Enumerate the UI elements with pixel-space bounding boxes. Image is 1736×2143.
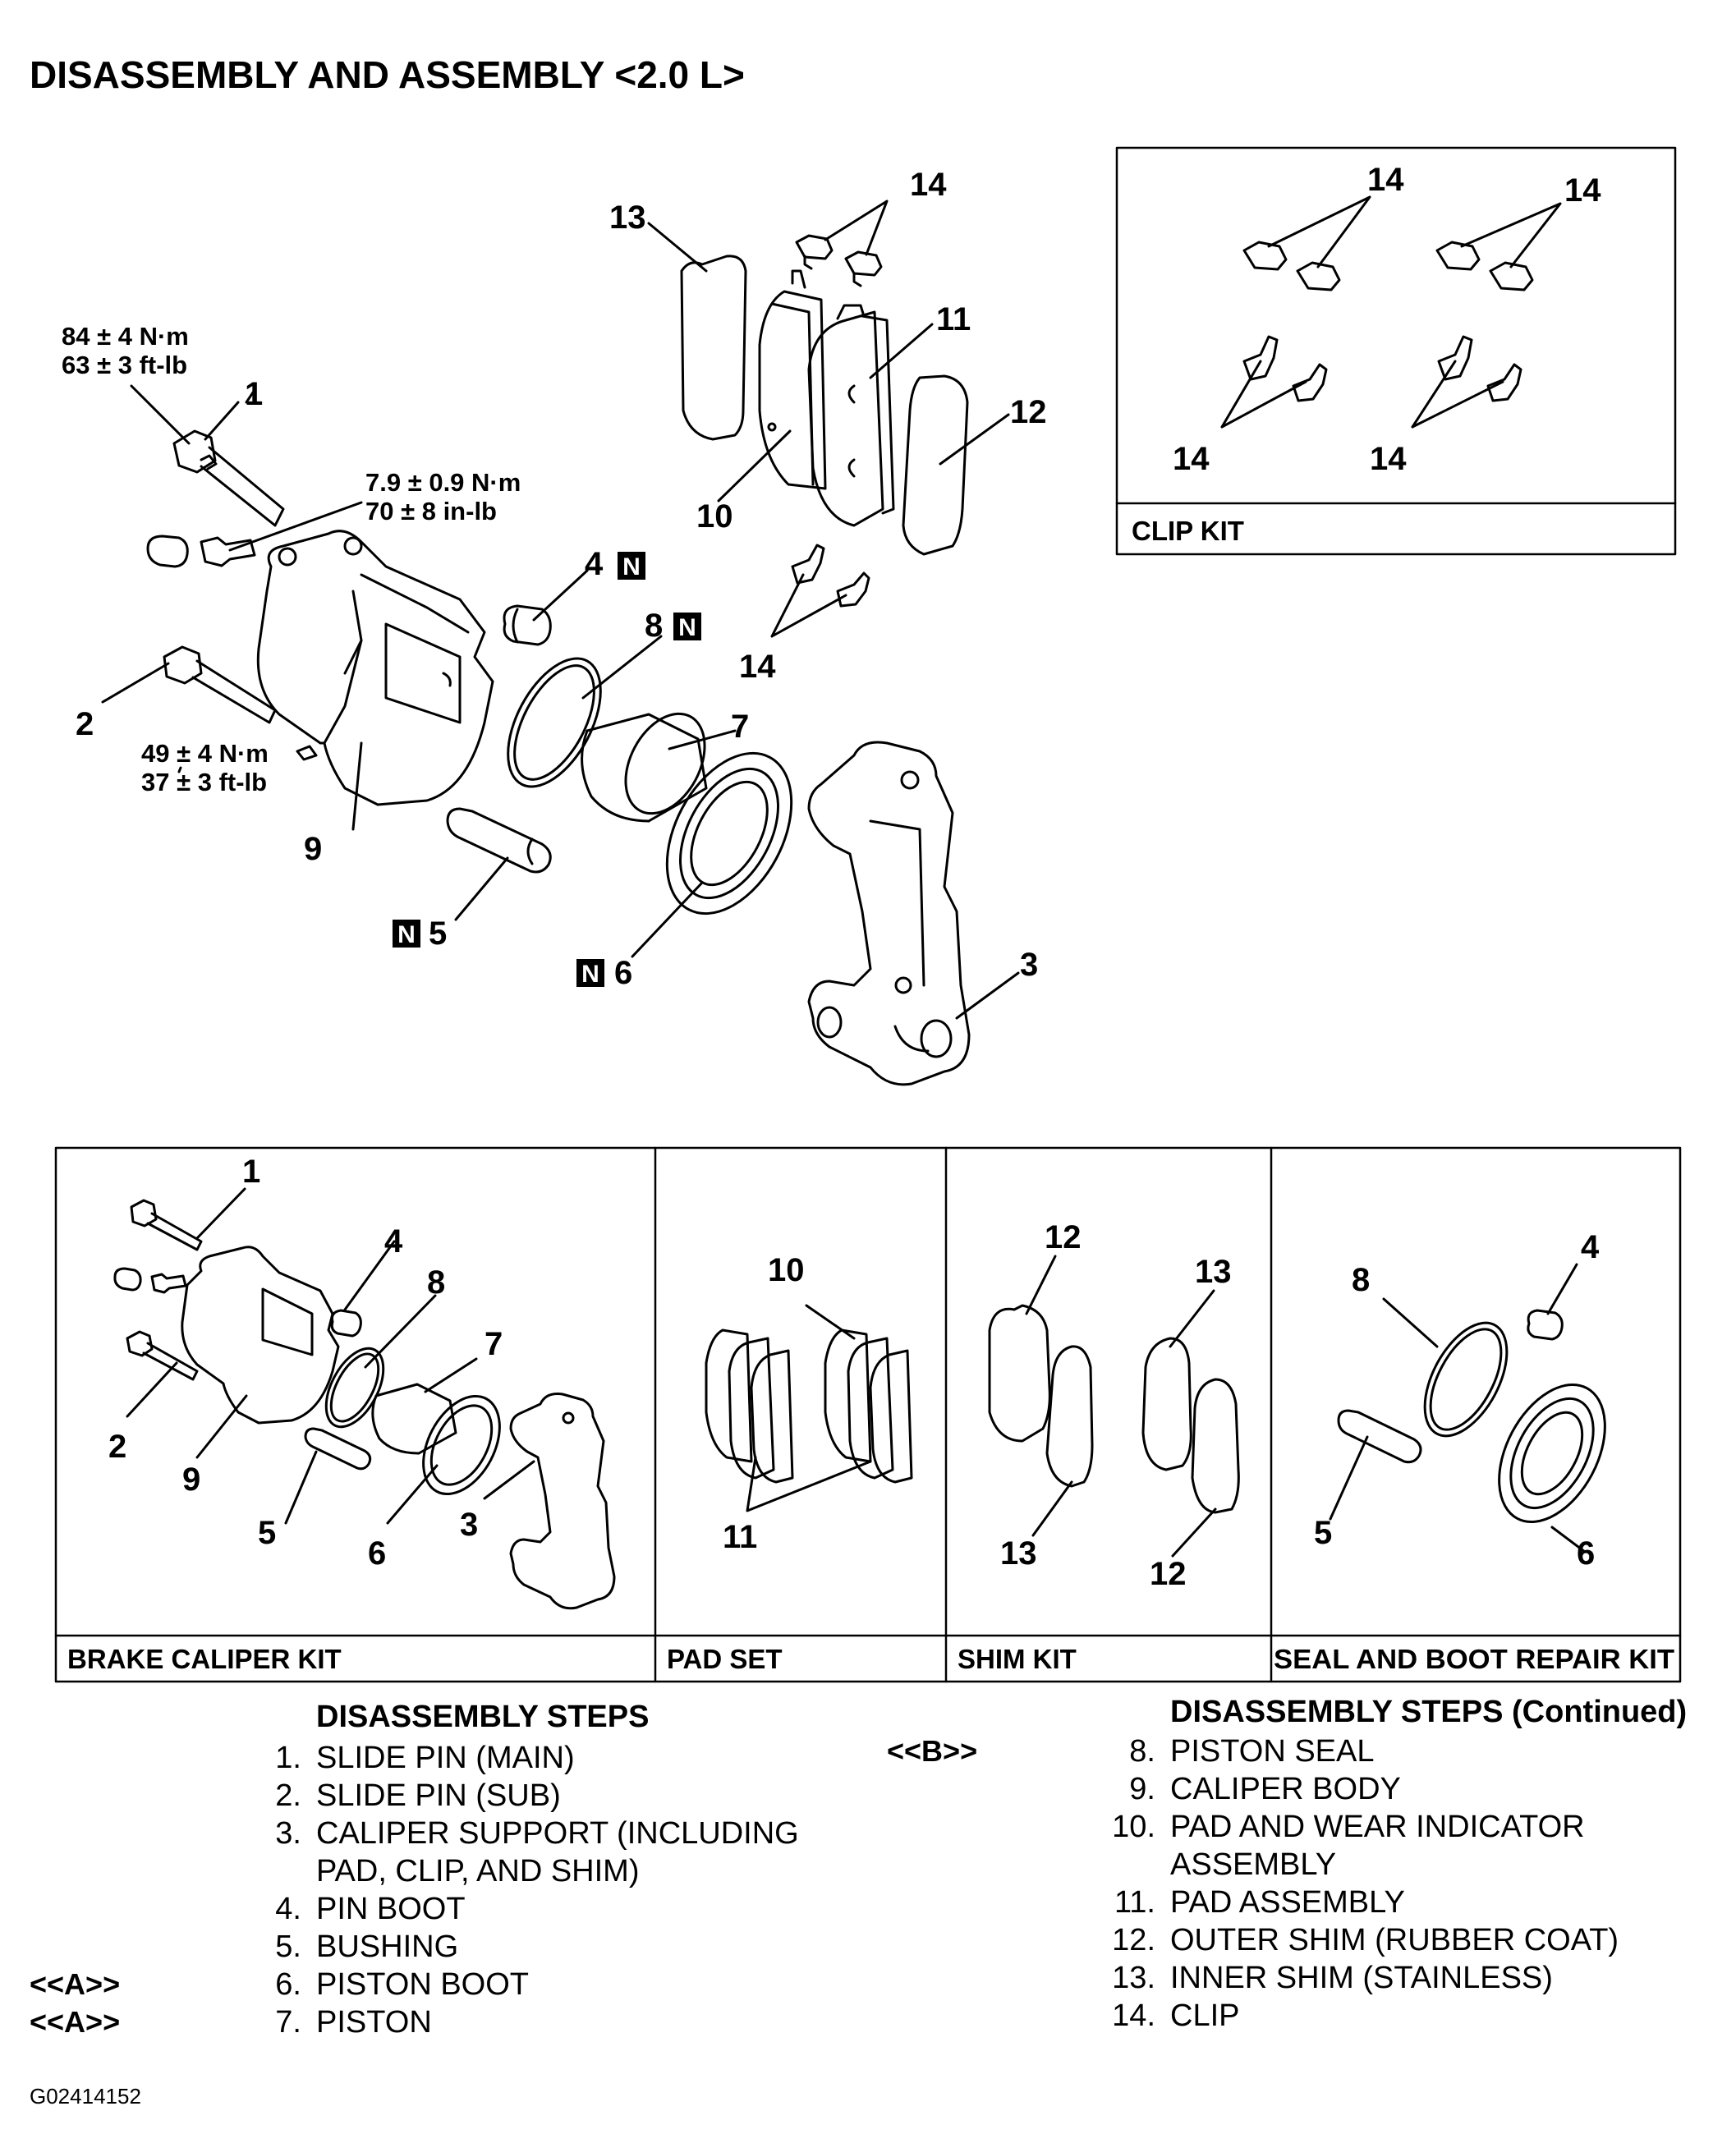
callout-5: 5 [429,915,447,952]
slide-pin-main-1 [172,429,285,527]
shim-callout-12-b: 12 [1150,1556,1187,1592]
kit-table [54,1146,1682,1683]
step-12: 12.OUTER SHIM (RUBBER COAT) [1112,1923,1619,1957]
caliper-support-3 [807,741,971,1086]
bck-callout-2: 2 [108,1429,126,1465]
torque-slide-pin-main-nm: 84 ± 4 N·m [62,322,189,351]
figure-id: G02414152 [30,2084,141,2109]
torque-slide-pin-sub-nm: 49 ± 4 N·m [141,739,269,768]
step-10: 10.PAD AND WEAR INDICATOR [1112,1810,1585,1844]
callout-12: 12 [1010,394,1047,430]
callout-11: 11 [936,301,971,337]
page-title: DISASSEMBLY AND ASSEMBLY <2.0 L> [30,53,745,96]
step-2: 2.SLIDE PIN (SUB) [275,1778,561,1813]
step-13: 13.INNER SHIM (STAINLESS) [1112,1961,1553,1995]
seal-callout-5: 5 [1314,1515,1332,1551]
new-part-badges: N N N N [393,552,701,988]
callout-1: 1 [245,376,263,412]
pad-set-drawing [705,1304,913,1512]
torque-bleeder-inlb: 70 ± 8 in-lb [365,497,497,525]
step-9: 9.CALIPER BODY [1129,1772,1401,1806]
seal-callout-6: 6 [1577,1535,1595,1572]
clips-14-top [795,234,883,287]
piston-7 [581,712,708,823]
callout-10: 10 [696,498,733,535]
bck-callout-9: 9 [182,1462,200,1498]
step-1: 1.SLIDE PIN (MAIN) [275,1741,575,1775]
shim-kit-drawing [988,1255,1240,1558]
n-badge-4: N [622,553,641,580]
seal-boot-kit-label: SEAL AND BOOT REPAIR KIT [1274,1644,1674,1674]
bck-callout-1: 1 [242,1154,260,1190]
bck-callout-5: 5 [258,1515,276,1551]
step-4: 4.PIN BOOT [275,1892,466,1926]
callout-14-top: 14 [910,167,947,203]
piston-seal-8 [507,657,602,788]
n-badge-6: N [581,961,599,988]
callout-2: 2 [76,706,94,742]
clip-kit-label: CLIP KIT [1132,516,1244,546]
callout-4: 4 [585,546,604,582]
steps-title: DISASSEMBLY STEPS [316,1700,650,1734]
clip-kit-callout-14-b: 14 [1564,172,1601,209]
n-badge-8: N [678,614,696,641]
slide-pin-sub-2 [163,645,277,724]
step-10-cont: ASSEMBLY [1170,1847,1337,1882]
pad-set-label: PAD SET [667,1644,783,1674]
shim-callout-13-b: 13 [1000,1535,1037,1572]
shim-callout-13-a: 13 [1195,1254,1232,1290]
bck-callout-6: 6 [368,1535,386,1572]
shim-callout-12-a: 12 [1045,1219,1082,1255]
step-code-7: <<A>> [30,2005,121,2039]
callout-3: 3 [1020,947,1038,983]
callout-7: 7 [731,709,749,745]
step-code-6: <<A>> [30,1967,121,2001]
torque-slide-pin-sub-ftlb: 37 ± 3 ft-lb [141,768,267,796]
torque-slide-pin-main-ftlb: 63 ± 3 ft-lb [62,351,187,379]
bleeder-screw [146,535,256,568]
callout-13: 13 [609,200,646,236]
outer-shim-12 [902,374,969,556]
n-badge-5: N [397,921,416,948]
seal-boot-kit-drawing [1329,1263,1606,1553]
callout-8: 8 [645,608,663,644]
step-5: 5.BUSHING [275,1930,459,1964]
clip-kit-callout-14-c: 14 [1173,441,1210,477]
brake-caliper-kit-drawing [113,1187,616,1610]
clip-kit-box [1115,146,1677,556]
step-3-cont: PAD, CLIP, AND SHIM) [316,1854,640,1888]
seal-callout-8: 8 [1352,1262,1370,1298]
pad-assembly-11 [807,304,895,527]
bck-callout-3: 3 [460,1507,478,1543]
step-3: 3.CALIPER SUPPORT (INCLUDING [275,1816,799,1851]
steps-title-continued: DISASSEMBLY STEPS (Continued) [1170,1695,1688,1729]
step-6: 6.PISTON BOOT [275,1967,530,2002]
pad-callout-10: 10 [768,1252,805,1288]
caliper-body-9 [256,530,494,806]
bck-callout-8: 8 [427,1264,445,1301]
bck-callout-4: 4 [384,1223,403,1260]
shim-kit-label: SHIM KIT [958,1644,1077,1674]
bck-callout-7: 7 [485,1326,503,1362]
clip-kit-callout-14-a: 14 [1367,162,1404,198]
piston-boot-6 [665,751,793,915]
torque-bleeder-nm: 7.9 ± 0.9 N·m [365,468,521,497]
brake-caliper-kit-label: BRAKE CALIPER KIT [67,1644,342,1674]
step-14: 14.CLIP [1112,1998,1240,2033]
step-code-8: <<B>> [887,1734,978,1768]
pad-callout-11: 11 [723,1519,757,1555]
bushing-5 [446,807,552,874]
pad-assembly-10 [758,269,827,490]
seal-callout-4: 4 [1581,1229,1600,1265]
step-7: 7.PISTON [275,2005,432,2040]
pin-boot-4 [503,604,552,646]
inner-shim-13 [680,255,747,441]
callout-14-bottom: 14 [739,649,776,685]
clip-kit-callout-14-d: 14 [1370,441,1407,477]
step-8: 8.PISTON SEAL [1129,1734,1375,1769]
step-11: 11.PAD ASSEMBLY [1114,1885,1405,1920]
callout-6: 6 [614,955,632,991]
callout-9: 9 [304,831,322,867]
